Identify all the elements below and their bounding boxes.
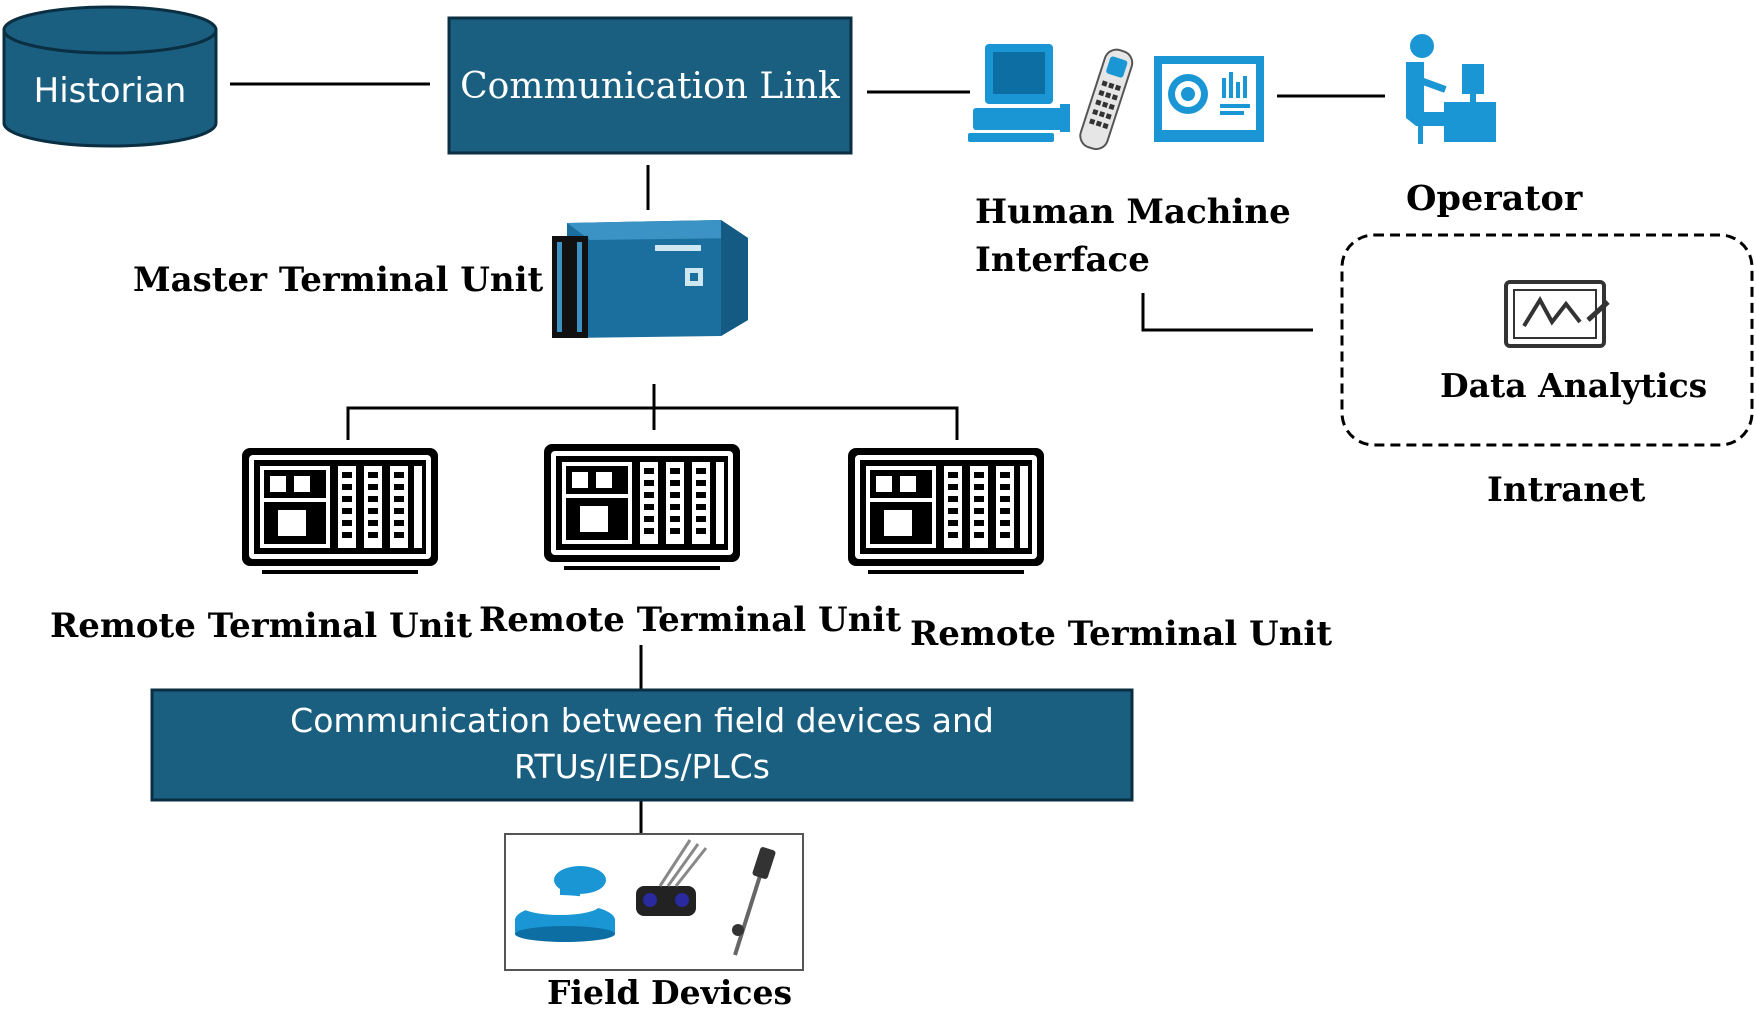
- rtu-rack-icon: [242, 448, 438, 574]
- rtu-rack-icon: [848, 448, 1044, 574]
- database-top: [2, 5, 218, 55]
- field-communication-node: Communication between field devices and …: [150, 688, 1134, 802]
- hmi-icons: [968, 44, 1264, 151]
- mtu-label: Master Terminal Unit: [133, 260, 544, 300]
- analytics-tablet-icon: [1504, 280, 1610, 348]
- data-analytics-label: Data Analytics: [1440, 366, 1708, 405]
- rtu-label-2: Remote Terminal Unit: [479, 600, 902, 640]
- operator-icon: [1406, 34, 1496, 144]
- hmi-label-line2: Interface: [975, 240, 1150, 280]
- field-communication-label-line1: Communication between field devices and: [290, 701, 994, 740]
- connectors: [230, 82, 1385, 838]
- communication-link-box: [447, 16, 853, 155]
- rtu-rack-icon: [544, 444, 740, 570]
- hmi-label-line1: Human Machine: [975, 192, 1291, 232]
- historian-label: Historian: [34, 71, 187, 111]
- field-devices-label: Field Devices: [547, 973, 793, 1012]
- sensor-icon: [636, 839, 708, 916]
- remote-control-icon: [1079, 48, 1134, 151]
- hmi-to-analytics-line: [1141, 293, 1313, 332]
- field-communication-box: [150, 688, 1134, 802]
- field-communication-label-line2: RTUs/IEDs/PLCs: [514, 747, 770, 786]
- intranet-label: Intranet: [1487, 470, 1646, 510]
- historian-node: Historian: [2, 5, 218, 148]
- intranet-dashed-box: [1340, 233, 1754, 447]
- rtu-label-1: Remote Terminal Unit: [50, 606, 473, 646]
- intranet-node: [1340, 233, 1754, 447]
- operator-label: Operator: [1406, 178, 1583, 219]
- monitor-dashboard-icon: [1154, 56, 1264, 142]
- sensor-icon: [515, 866, 615, 942]
- rtu-label-3: Remote Terminal Unit: [910, 614, 1333, 654]
- rtu-bus-line: [346, 406, 959, 440]
- communication-link-label: Communication Link: [460, 66, 841, 107]
- database-icon: [2, 28, 218, 148]
- field-devices-node: [504, 833, 804, 971]
- communication-link-node: Communication Link: [447, 16, 853, 155]
- computer-icon: [968, 44, 1070, 142]
- server-icon: [552, 220, 748, 338]
- sensor-icon: [732, 847, 776, 956]
